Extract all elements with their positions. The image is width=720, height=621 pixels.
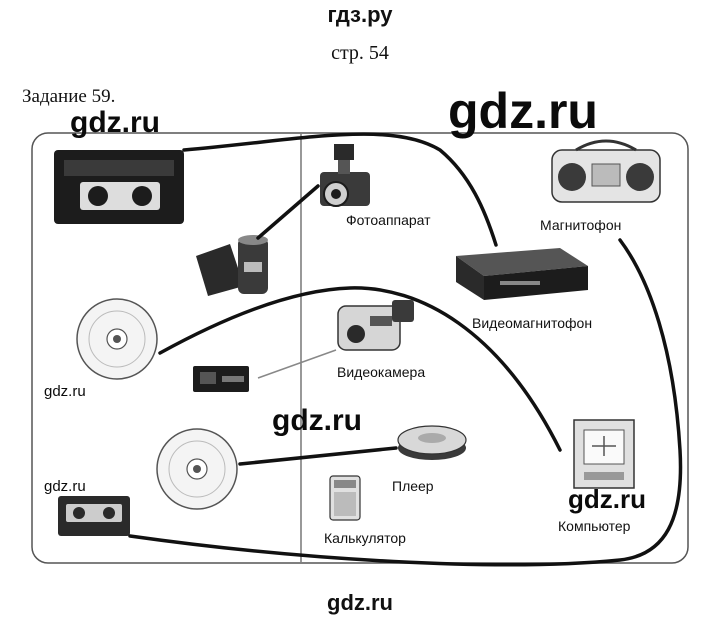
watermark: gdz.ru <box>70 106 160 139</box>
boombox-icon <box>551 139 661 203</box>
line-film-camera <box>256 184 320 240</box>
label-photo-camera: Фотоаппарат <box>346 212 431 228</box>
watermark: gdz.ru <box>568 484 646 514</box>
label-computer: Компьютер <box>558 518 631 534</box>
line-cd-computer <box>158 286 562 452</box>
label-video-camera: Видеокамера <box>337 364 426 380</box>
watermark: gdz.ru <box>44 383 86 400</box>
label-tape-recorder: Магнитофон <box>540 217 622 233</box>
line-cd-player <box>238 446 398 466</box>
computer-icon <box>573 419 635 489</box>
cd-disc-icon <box>76 298 158 380</box>
cd-player-icon <box>397 425 467 460</box>
video-camera-icon <box>337 300 414 351</box>
connection-lines <box>128 132 683 567</box>
label-vcr: Видеомагнитофон <box>472 315 593 331</box>
watermark: gdz.ru <box>448 83 598 139</box>
line-cassette-tape-recorder <box>128 238 683 567</box>
cd-disc-icon <box>156 428 238 510</box>
site-header: гдз.ру <box>327 2 393 27</box>
page-reference: стр. 54 <box>331 42 389 64</box>
watermark: gdz.ru <box>272 404 362 437</box>
watermark: gdz.ru <box>44 478 86 495</box>
memory-card-icon <box>193 366 249 392</box>
calculator-icon <box>329 475 361 521</box>
photo-camera-icon <box>320 144 370 207</box>
vcr-icon <box>456 248 588 300</box>
task-title: Задание 59. <box>22 86 116 107</box>
audio-cassette-icon <box>58 496 130 536</box>
label-calculator: Калькулятор <box>324 530 406 546</box>
line-memory-videocamera <box>257 349 337 379</box>
line-videocassette-vcr <box>182 132 498 247</box>
label-player: Плеер <box>392 478 434 494</box>
site-footer: gdz.ru <box>327 590 393 615</box>
videocassette-icon <box>54 150 184 224</box>
film-roll-icon <box>196 235 268 296</box>
